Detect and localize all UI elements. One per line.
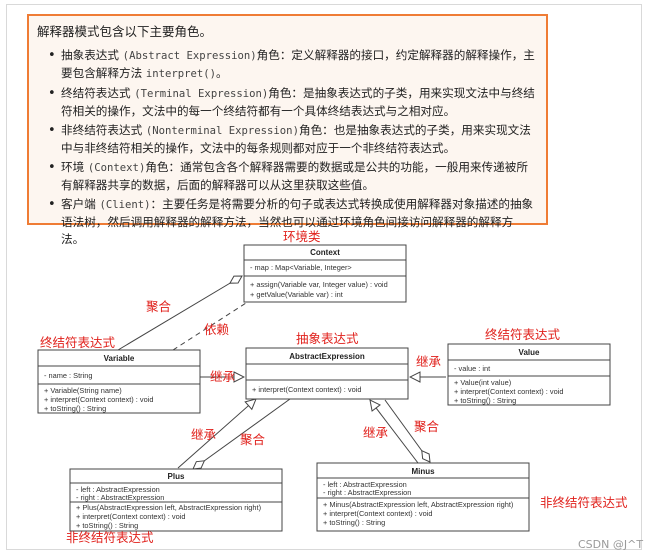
- role-desc: 角色：定义解释器的接口，约定解释器的解释操作，主要包含解释方法: [61, 48, 535, 80]
- annotation-dependency: 依赖: [204, 322, 230, 337]
- relationships: [117, 275, 446, 470]
- role-code: (Client): [99, 199, 151, 211]
- annotation-aggregation: 聚合: [240, 432, 266, 447]
- class-operation: + toString() : String: [454, 396, 516, 405]
- annotations: 环境类 抽象表达式 终结符表达式 终结符表达式 非终结符表达式 非终结符表达式 …: [40, 229, 628, 545]
- minus-abstract-aggregation: [384, 399, 431, 463]
- class-plus: Plus - left : AbstractExpression - right…: [69, 468, 283, 532]
- class-attribute: - right : AbstractExpression: [76, 493, 164, 502]
- class-attribute: - left : AbstractExpression: [76, 485, 160, 494]
- class-operation: + interpret(Context context) : void: [454, 387, 563, 396]
- class-operation: + interpret(Context context) : void: [323, 509, 432, 518]
- roles-list: 抽象表达式 (Abstract Expression)角色：定义解释器的接口，约…: [37, 47, 536, 248]
- class-value: Value - value : int + Value(int value) +…: [447, 343, 611, 406]
- annotation-plus-role: 非终结符表达式: [66, 530, 154, 545]
- class-operation: + assign(Variable var, Integer value) : …: [250, 280, 388, 289]
- class-operation: + interpret(Context context) : void: [76, 512, 185, 521]
- annotation-abstract-role: 抽象表达式: [296, 331, 359, 346]
- class-attribute: - map : Map<Variable, Integer>: [250, 263, 352, 272]
- annotation-inheritance: 继承: [363, 425, 389, 440]
- annotation-inheritance: 继承: [416, 354, 442, 369]
- class-title: Variable: [104, 354, 135, 363]
- role-name: 环境: [61, 160, 85, 174]
- annotation-minus-role: 非终结符表达式: [540, 495, 628, 510]
- plus-abstract-aggregation: [192, 398, 291, 470]
- class-abstract-expression: AbstractExpression + interpret(Context c…: [245, 347, 409, 400]
- role-desc: 角色：是抽象表达式的子类，用来实现文法中与终结符相关的操作，文法中的每一个终结符…: [61, 86, 535, 118]
- role-code: (Context): [87, 162, 146, 174]
- role-code: (Abstract Expression): [122, 50, 257, 62]
- minus-abstract-inheritance: [370, 400, 419, 464]
- class-operation: + Variable(String name): [44, 386, 122, 395]
- class-title: Value: [519, 348, 540, 357]
- intro-text: 解释器模式包含以下主要角色。: [37, 24, 213, 39]
- watermark: CSDN @J^T: [578, 538, 643, 551]
- annotation-aggregation: 聚合: [414, 419, 440, 434]
- annotation-inheritance: 继承: [210, 369, 236, 384]
- class-attribute: - left : AbstractExpression: [323, 480, 407, 489]
- class-title: Plus: [168, 472, 185, 481]
- class-operation: + toString() : String: [323, 518, 385, 527]
- role-terminal-expression: 终结符表达式 (Terminal Expression)角色：是抽象表达式的子类…: [48, 85, 536, 120]
- outer-frame: [6, 4, 642, 550]
- role-code: (Nonterminal Expression): [145, 125, 299, 137]
- variable-context-aggregation: [117, 275, 243, 351]
- class-operation: + toString() : String: [76, 521, 138, 530]
- class-title: Context: [310, 248, 340, 257]
- class-operation: + Value(int value): [454, 378, 511, 387]
- role-desc: ：主要任务是将需要分析的句子或表达式转换成使用解释器对象描述的抽象语法树，然后调…: [61, 197, 534, 246]
- class-attribute: - right : AbstractExpression: [323, 488, 411, 497]
- class-title: AbstractExpression: [289, 352, 365, 361]
- role-name: 客户端: [61, 197, 96, 211]
- annotation-inheritance: 继承: [191, 427, 217, 442]
- class-operation: + interpret(Context context) : void: [252, 385, 361, 394]
- class-operation: + Plus(AbstractExpression left, Abstract…: [76, 503, 261, 512]
- class-operation: + toString() : String: [44, 404, 106, 413]
- class-attribute: - name : String: [44, 371, 92, 380]
- role-code: (Terminal Expression): [134, 88, 269, 100]
- class-operation: + Minus(AbstractExpression left, Abstrac…: [323, 500, 513, 509]
- role-abstract-expression: 抽象表达式 (Abstract Expression)角色：定义解释器的接口，约…: [48, 47, 536, 83]
- role-name: 终结符表达式: [61, 86, 131, 100]
- class-context: Context - map : Map<Variable, Integer> +…: [243, 244, 407, 303]
- role-context: 环境 (Context)角色：通常包含各个解释器需要的数据或是公共的功能，一般用…: [48, 159, 536, 194]
- role-nonterminal-expression: 非终结符表达式 (Nonterminal Expression)角色：也是抽象表…: [48, 122, 536, 157]
- role-desc: 角色：通常包含各个解释器需要的数据或是公共的功能，一般用来传递被所有解释器共享的…: [61, 160, 528, 192]
- annotation-variable-role: 终结符表达式: [40, 335, 116, 350]
- class-attribute: - value : int: [454, 364, 490, 373]
- class-operation: + getValue(Variable var) : int: [250, 290, 343, 299]
- role-client: 客户端 (Client)：主要任务是将需要分析的句子或表达式转换成使用解释器对象…: [48, 196, 536, 248]
- annotation-value-role: 终结符表达式: [485, 327, 561, 342]
- role-name: 抽象表达式: [61, 48, 119, 62]
- class-title: Minus: [411, 467, 435, 476]
- class-minus: Minus - left : AbstractExpression - righ…: [316, 462, 530, 532]
- class-variable: Variable - name : String + Variable(Stri…: [37, 349, 201, 414]
- class-operation: + interpret(Context context) : void: [44, 395, 153, 404]
- role-method: interpret(): [145, 68, 217, 80]
- role-desc: 角色：也是抽象表达式的子类，用来实现文法中与非终结符相关的操作，文法中的每条规则…: [61, 123, 531, 155]
- role-name: 非终结符表达式: [61, 123, 143, 137]
- roles-description-box: 解释器模式包含以下主要角色。 抽象表达式 (Abstract Expressio…: [27, 14, 548, 246]
- plus-abstract-inheritance: [177, 399, 256, 469]
- annotation-aggregation: 聚合: [146, 299, 172, 314]
- annotation-context-role: 环境类: [283, 229, 321, 244]
